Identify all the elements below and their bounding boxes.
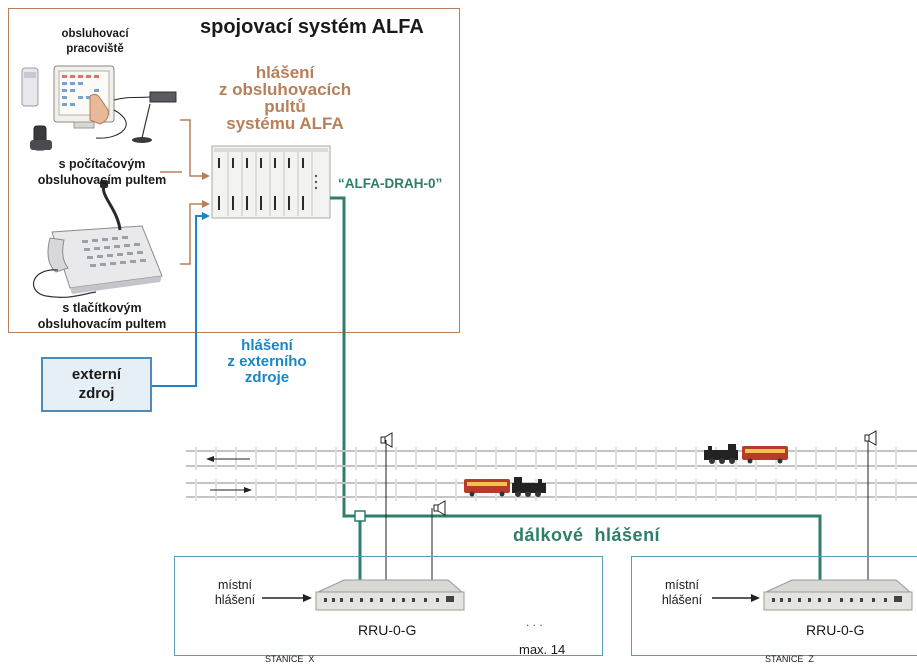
external-announcement-label: hlášení z externího zdroje [212,338,322,386]
operator-station-label: obsluhovací pracoviště [50,27,140,57]
train-top-icon [704,444,788,464]
button-console-line2: obsluhovacím pultem [37,317,167,331]
operator-station-line2: pracoviště [66,43,124,55]
system-title: spojovací systém ALFA [200,16,424,38]
blue-connection [152,215,204,387]
loudspeaker-icon [864,430,877,585]
external-announcement-line3: zdroje [244,369,290,386]
max-stations-label: max. 14 [519,642,566,657]
button-console-illustration [32,180,163,298]
external-source-label: externí zdroj [41,365,152,403]
station-z-name: STANICE Z [765,654,814,664]
loudspeaker-icon [431,500,446,585]
station-x-name: STANICE X [265,654,315,664]
button-console-line1: s tlačítkovým [62,301,142,315]
more-stations-ellipsis: . . . [526,615,543,629]
alfa-announcement-line1: hlášení [255,63,315,82]
green-remote-line [330,196,822,582]
external-source-line1: externí [71,366,122,383]
rru-label-x: RRU-0-G [358,622,417,638]
alfa-system-frame [8,8,460,333]
local-announcement-x: místní hlášení [205,578,265,608]
pc-console-line2: obsluhovacím pultem [37,173,167,187]
loudspeaker-icon [380,432,393,585]
remote-announcement-label: dálkové hlášení [513,525,661,545]
local-announcement-z: místní hlášení [652,578,712,608]
local-x-line2: hlášení [214,593,256,607]
local-arrowhead-x [303,594,312,602]
blue-arrowhead [202,212,210,220]
pc-console-line1: s počítačovým [58,157,146,171]
station-x-box [174,556,603,656]
external-source-line2: zdroj [78,385,115,402]
alfa-announcement-line3: pultů [264,97,306,116]
brown-arrowhead [202,172,210,180]
local-z-line2: hlášení [661,593,703,607]
pc-console-illustration [21,65,177,151]
brown-arrowhead [202,200,210,208]
alfa-rack-illustration [211,145,331,219]
rru-label-z: RRU-0-G [806,622,865,638]
local-arrowhead-z [751,594,760,602]
train-bottom-icon [464,477,546,497]
pc-console-label: s počítačovým obsluhovacím pultem [14,156,190,188]
alfa-announcement-line2: z obsluhovacích [218,80,352,99]
station-z-box [631,556,917,656]
external-announcement-line2: z externího [227,353,307,370]
alfa-announcement-line4: systému ALFA [226,114,344,133]
button-console-label: s tlačítkovým obsluhovacím pultem [14,300,190,332]
external-announcement-line1: hlášení [241,337,293,354]
external-source-box [41,357,152,412]
brown-connections [160,119,204,265]
local-x-line1: místní [217,578,253,592]
rru-device-x [315,579,465,611]
operator-station-line1: obsluhovací [61,28,129,40]
alfa-announcement-label: hlášení z obsluhovacích pultů systému AL… [200,64,370,132]
railway-tracks [186,447,917,501]
rru-device-z [763,579,913,611]
junction-box [354,510,366,522]
rack-name-label: “ALFA-DRAH-0” [338,176,443,191]
local-z-line1: místní [664,578,700,592]
